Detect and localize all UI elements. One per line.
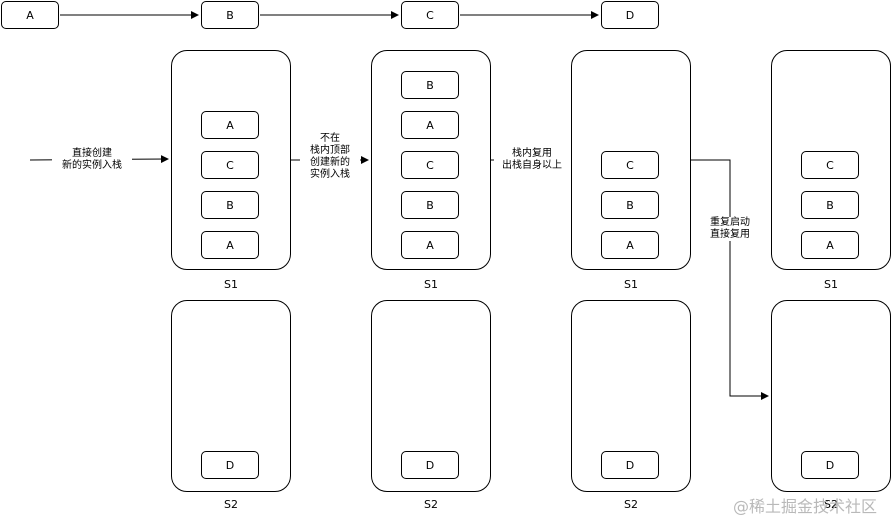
s1-col1-item: C — [201, 151, 259, 179]
stack-label-s2: S2 — [624, 498, 638, 511]
stack-label-s2: S2 — [824, 498, 838, 511]
arrow-s1c-s2d — [690, 159, 769, 400]
s1-col2-item: A — [401, 111, 459, 139]
stack-label-s2: S2 — [424, 498, 438, 511]
s1-col2-item: B — [401, 191, 459, 219]
stack-label-s1: S1 — [424, 278, 438, 291]
s1-col1-item: B — [201, 191, 259, 219]
s2-col3-item: D — [601, 451, 659, 479]
s1-col1-item: A — [201, 111, 259, 139]
stack-label-s1: S1 — [824, 278, 838, 291]
stack-label-s2: S2 — [224, 498, 238, 511]
s1-col3-item: B — [601, 191, 659, 219]
edge-label-repeat-reuse: 重复启动 直接复用 — [700, 217, 760, 241]
s1-col1-item: A — [201, 231, 259, 259]
s1-col4-item: C — [801, 151, 859, 179]
edge-label-not-top: 不在 栈内顶部 创建新的 实例入栈 — [300, 133, 360, 181]
flow-node-b: B — [201, 1, 259, 29]
s1-col2-item: C — [401, 151, 459, 179]
flow-node-c: C — [401, 1, 459, 29]
flow-node-d: D — [601, 1, 659, 29]
s1-col2-item: A — [401, 231, 459, 259]
stack-label-s1: S1 — [224, 278, 238, 291]
s1-col4-item: B — [801, 191, 859, 219]
s2-col2-item: D — [401, 451, 459, 479]
s1-col3-item: C — [601, 151, 659, 179]
watermark: @稀土掘金技术社区 — [732, 497, 877, 516]
s1-col3-item: A — [601, 231, 659, 259]
flow-node-a: A — [1, 1, 59, 29]
edge-label-direct-create: 直接创建 新的实例入栈 — [52, 148, 132, 172]
stack-label-s1: S1 — [624, 278, 638, 291]
s1-col4-item: A — [801, 231, 859, 259]
edge-label-reuse-pop: 栈内复用 出栈自身以上 — [494, 148, 570, 172]
s2-col4-item: D — [801, 451, 859, 479]
s2-col1-item: D — [201, 451, 259, 479]
s1-col2-item: B — [401, 71, 459, 99]
